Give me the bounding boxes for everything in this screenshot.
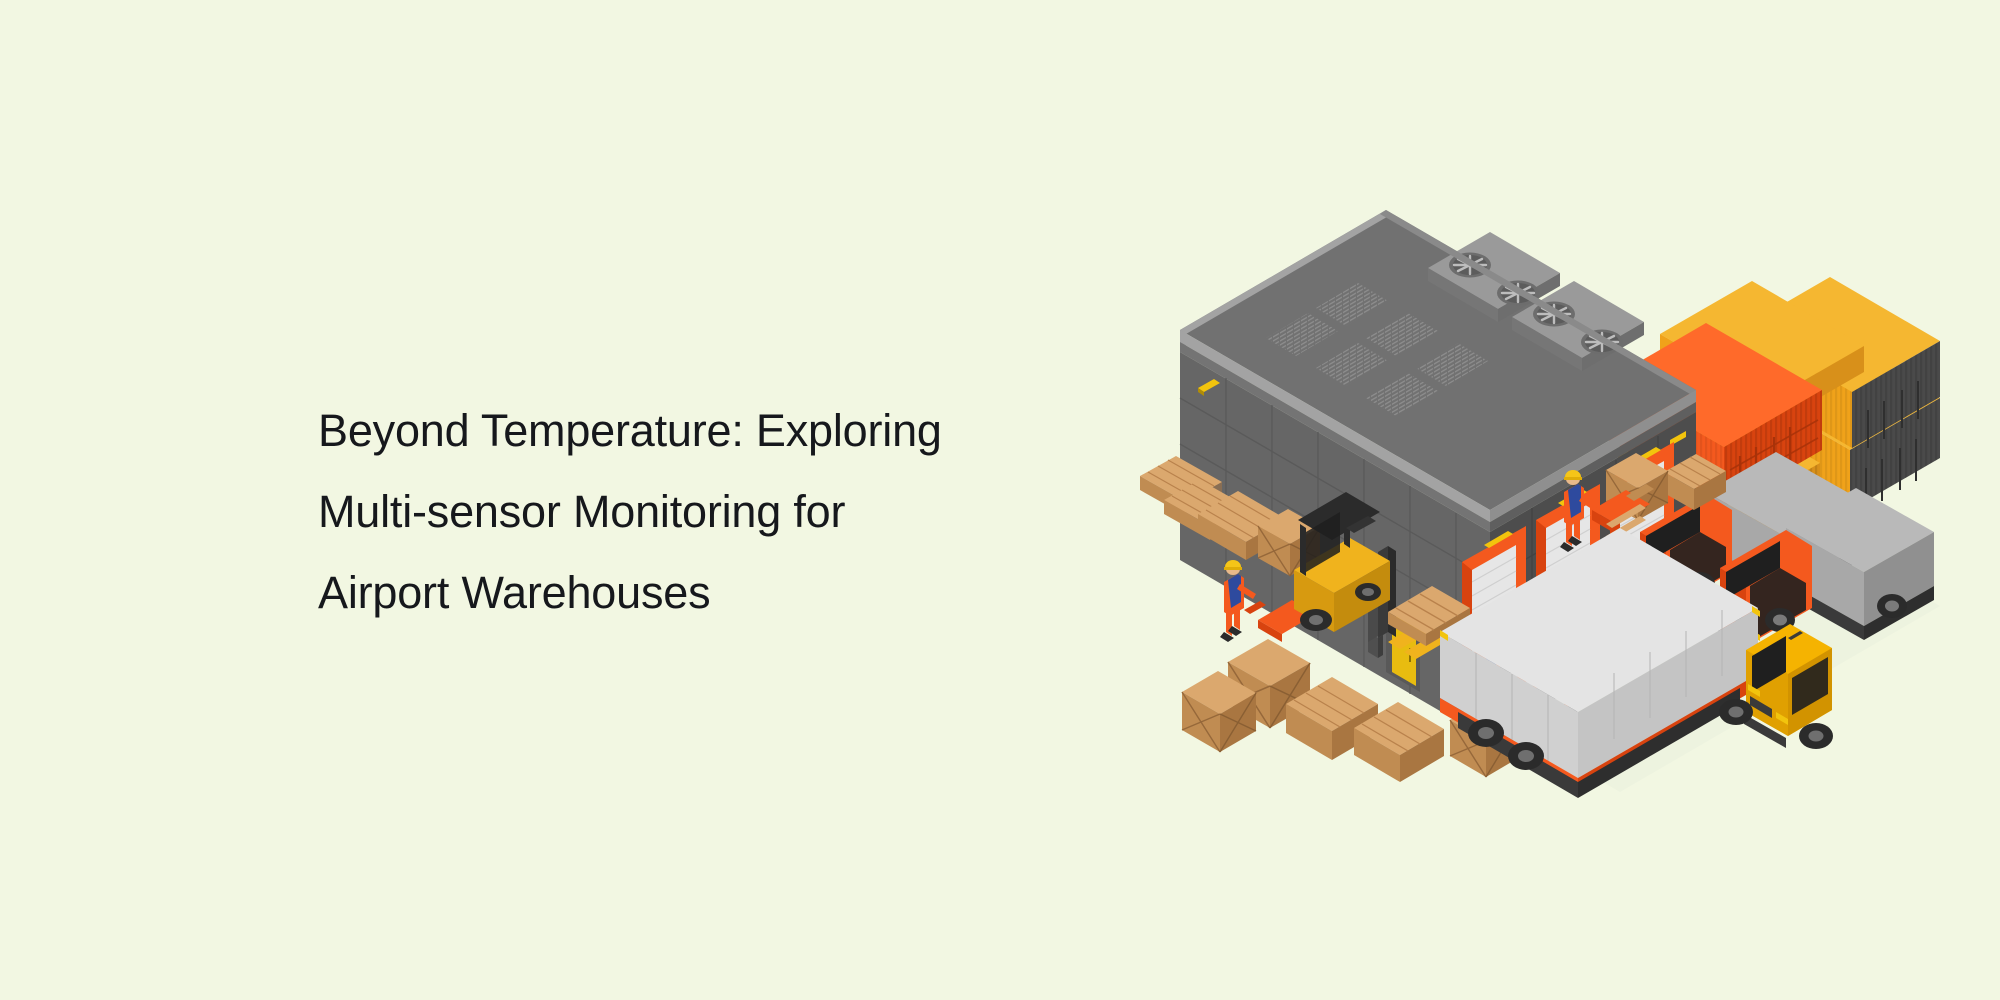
page-title-line-2: Multi-sensor Monitoring for [318,486,846,537]
forklift [1294,492,1470,659]
pallet-stack [1664,454,1726,510]
pallet-stack [1354,702,1444,782]
bay-lamp [1484,531,1513,548]
pallet-jack [1244,601,1266,614]
page-title: Beyond Temperature: Exploring Multi-sens… [318,390,1118,633]
wall-lamp [1198,379,1220,396]
warehouse-illustration [1140,180,1940,820]
semi-truck [1440,528,1833,798]
page-title-line-1: Beyond Temperature: Exploring [318,405,942,456]
wooden-crate [1181,671,1257,753]
pallet-stack [1388,586,1470,646]
page-title-line-3: Airport Warehouses [318,567,711,618]
worker [1560,470,1654,552]
roof-vent-panel-group [1266,283,1488,416]
pallet-stack [1286,677,1378,760]
